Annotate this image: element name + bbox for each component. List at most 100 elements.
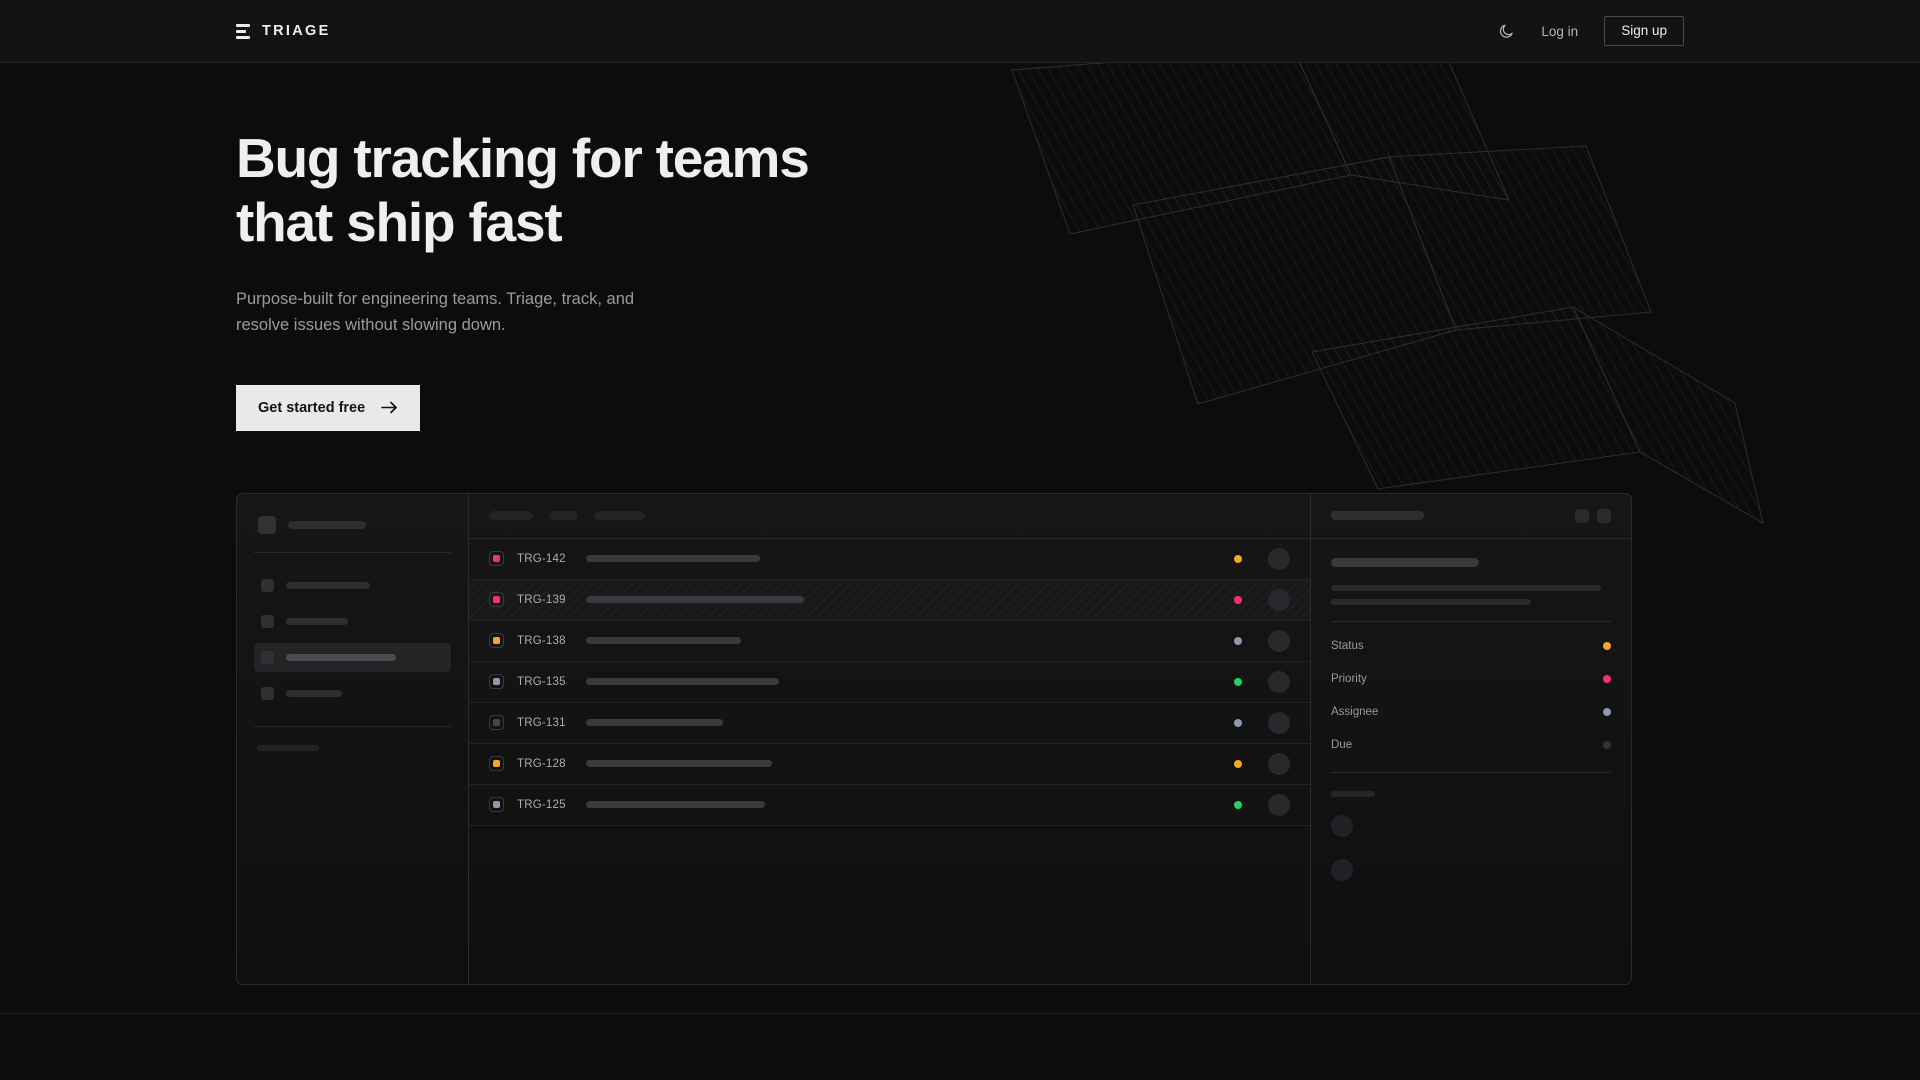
avatar[interactable] [1268, 670, 1290, 693]
issue-title-placeholder [586, 596, 804, 604]
priority-icon [489, 715, 504, 731]
avatar[interactable] [1268, 547, 1290, 570]
detail-divider-bottom [1331, 771, 1611, 773]
detail-field-value-dot [1603, 707, 1611, 716]
priority-icon [489, 797, 504, 813]
issue-title-placeholder [586, 719, 723, 727]
priority-icon [489, 756, 504, 772]
detail-field-value-dot [1603, 674, 1611, 683]
status-badge [1234, 636, 1242, 645]
moon-icon[interactable] [1498, 23, 1515, 40]
avatar[interactable] [1268, 793, 1290, 816]
priority-icon [489, 551, 504, 567]
avatar[interactable] [1268, 588, 1290, 611]
brand-logo[interactable]: TRIAGE [236, 23, 331, 39]
table-row[interactable]: TRG-135 [469, 662, 1310, 703]
hero-subtitle: Purpose-built for engineering teams. Tri… [236, 289, 635, 334]
detail-field-label: Status [1331, 639, 1364, 652]
table-row[interactable]: TRG-142 [469, 539, 1310, 580]
sidebar-item-label [286, 689, 342, 697]
status-badge [1234, 800, 1242, 809]
detail-panel-toolbar [1311, 494, 1631, 539]
sidebar-item-2[interactable] [254, 607, 451, 636]
arrow-right-icon [381, 401, 398, 414]
status-badge [1234, 677, 1242, 686]
sidebar-item-label [286, 581, 370, 589]
table-row[interactable]: TRG-131 [469, 703, 1310, 744]
detail-divider [1331, 620, 1611, 622]
table-row[interactable]: TRG-139 [469, 579, 1310, 621]
page-bottom-rule [0, 1013, 1920, 1014]
sidebar-item-icon [261, 650, 274, 664]
detail-field-due[interactable]: Due [1331, 739, 1611, 751]
issue-title-placeholder [586, 637, 741, 645]
priority-icon [489, 674, 504, 690]
sidebar-divider-top [254, 551, 451, 553]
sidebar-section-label [257, 744, 319, 751]
status-badge [1234, 554, 1242, 563]
issue-id: TRG-125 [517, 798, 566, 811]
sidebar-item-4[interactable] [254, 679, 451, 708]
issue-title-placeholder [586, 555, 760, 563]
page-title: Bug tracking for teams that ship fast [236, 127, 810, 253]
avatar[interactable] [1331, 858, 1353, 881]
priority-icon [489, 633, 504, 649]
detail-field-label: Priority [1331, 672, 1367, 685]
detail-field-value-dot [1603, 740, 1611, 749]
detail-field-assignee[interactable]: Assignee [1331, 706, 1611, 718]
issue-id: TRG-139 [517, 593, 566, 606]
status-badge [1234, 595, 1242, 604]
status-badge [1234, 759, 1242, 768]
issue-id: TRG-131 [517, 716, 566, 729]
detail-field-label: Assignee [1331, 705, 1379, 718]
issue-title-placeholder [586, 801, 765, 809]
workspace-switcher[interactable] [254, 512, 451, 534]
detail-field-value-dot [1603, 641, 1611, 650]
issue-id: TRG-142 [517, 552, 566, 565]
sidebar-item-1[interactable] [254, 571, 451, 600]
priority-icon [489, 592, 504, 608]
detail-field-priority[interactable]: Priority [1331, 673, 1611, 685]
avatar[interactable] [1331, 814, 1353, 837]
sidebar-item-icon [261, 614, 274, 628]
status-badge [1234, 718, 1242, 727]
site-header: TRIAGE Log in Sign up [0, 0, 1920, 63]
issue-id: TRG-138 [517, 634, 566, 647]
filter-chip[interactable] [489, 511, 533, 521]
login-link[interactable]: Log in [1541, 23, 1579, 39]
table-row[interactable]: TRG-128 [469, 744, 1310, 785]
filter-chip[interactable] [549, 511, 578, 521]
sidebar-item-3[interactable] [254, 642, 451, 672]
detail-field-status[interactable]: Status [1331, 640, 1611, 652]
comments-label-placeholder [1331, 790, 1375, 797]
panel-icon-right[interactable] [1597, 508, 1611, 523]
cta-label: Get started free [258, 399, 366, 416]
signup-button[interactable]: Sign up [1604, 16, 1684, 46]
avatar[interactable] [1268, 629, 1290, 652]
table-row[interactable]: TRG-125 [469, 785, 1310, 826]
table-row[interactable]: TRG-138 [469, 621, 1310, 662]
hero-section: Bug tracking for teams that ship fast Pu… [0, 63, 1920, 431]
avatar[interactable] [1268, 752, 1290, 775]
sidebar-divider-bottom [254, 725, 451, 727]
issue-id: TRG-128 [517, 757, 566, 770]
get-started-button[interactable]: Get started free [236, 384, 421, 431]
mockup-sidebar [237, 493, 469, 984]
filter-chip[interactable] [594, 511, 645, 521]
detail-body-line [1331, 584, 1601, 591]
detail-heading-placeholder [1331, 557, 1479, 567]
sidebar-item-icon [261, 686, 274, 700]
avatar[interactable] [1268, 711, 1290, 734]
panel-icon-left[interactable] [1575, 508, 1589, 523]
issue-title-placeholder [586, 678, 779, 686]
issue-title-placeholder [586, 760, 772, 768]
detail-field-label: Due [1331, 738, 1353, 751]
issue-list-toolbar [469, 494, 1310, 539]
detail-title-placeholder [1331, 511, 1424, 521]
detail-body-line [1331, 598, 1531, 605]
sidebar-item-icon [261, 578, 274, 592]
sidebar-item-label [286, 617, 348, 625]
